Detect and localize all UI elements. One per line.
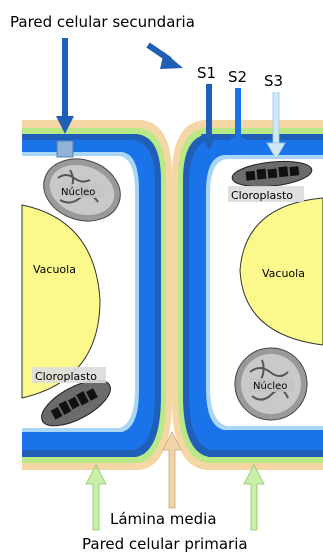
label-s2: S2 [228,68,247,86]
label-chloroplast-right: Cloroplasto [231,189,293,202]
label-middle-lamella: Lámina media [110,510,217,528]
label-vacuole-left: Vacuola [33,263,76,276]
arrow-primary-wall-left [86,465,106,530]
left-cell [22,120,172,470]
label-s3: S3 [264,72,283,90]
pit-square [57,141,73,157]
label-nucleus-right: Núcleo [253,380,287,392]
label-nucleus-left: Núcleo [61,186,95,198]
label-primary-wall: Pared celular primaria [82,535,248,553]
arrow-secondary-wall [56,38,74,134]
label-chloroplast-left: Cloroplasto [35,370,97,383]
arrow-primary-wall-right [244,465,264,530]
label-secondary-wall: Pared celular secundaria [10,13,195,31]
label-vacuole-right: Vacuola [262,267,305,280]
right-cell [172,120,323,470]
label-s1: S1 [197,64,216,82]
arrow-diagonal [148,45,183,69]
